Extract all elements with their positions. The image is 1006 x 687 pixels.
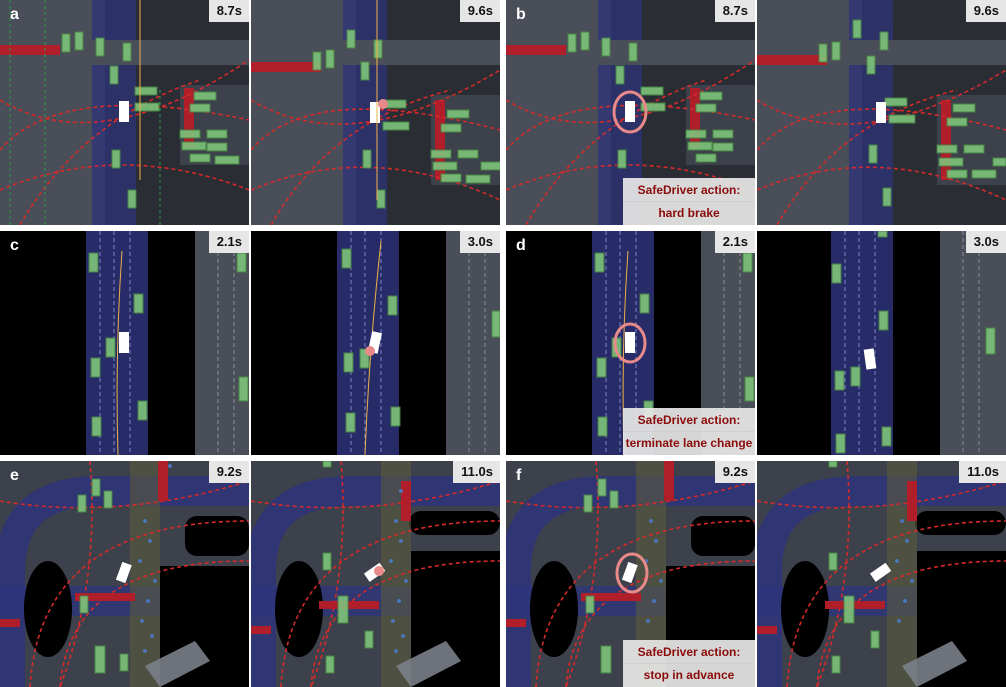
panel-label: d [516, 237, 526, 254]
time-badge: 9.6s [459, 0, 500, 22]
time-badge: 11.0s [959, 461, 1006, 483]
time-badge: 3.0s [459, 231, 500, 253]
time-badge: 8.7s [714, 0, 755, 22]
panel-b-frame1: b 8.7s SafeDriver action: hard brake [506, 0, 755, 225]
time-badge: 8.7s [208, 0, 249, 22]
panel-d-frame1: d 2.1s SafeDriver action: terminate lane… [506, 231, 755, 455]
panel-c-frame1: c 2.1s [0, 231, 249, 455]
time-badge: 9.2s [208, 461, 249, 483]
highway-scene [251, 231, 500, 455]
time-badge: 3.0s [965, 231, 1006, 253]
roundabout-scene [0, 461, 249, 687]
action-callout: SafeDriver action: stop in advance [623, 640, 755, 687]
action-text: hard brake [658, 206, 720, 220]
panel-label: b [516, 6, 526, 23]
time-badge: 9.6s [965, 0, 1006, 22]
action-text: stop in advance [643, 668, 735, 682]
panel-label: a [10, 6, 19, 23]
roundabout-scene [251, 461, 500, 687]
panel-a-frame1: a 8.7s [0, 0, 249, 225]
action-title: SafeDriver action: [623, 640, 755, 664]
time-badge: 2.1s [714, 231, 755, 253]
panel-e-frame1: e 9.2s [0, 461, 249, 687]
panel-a-frame2: 9.6s [251, 0, 500, 225]
intersection-scene [506, 0, 755, 225]
panel-e-frame2: 11.0s [251, 461, 500, 687]
action-title: SafeDriver action: [623, 408, 755, 432]
panel-label: e [10, 467, 19, 484]
panel-label: c [10, 237, 19, 254]
panel-f-frame1: f 9.2s SafeDriver action: stop in advanc… [506, 461, 755, 687]
panel-b-frame2: 9.6s [757, 0, 1006, 225]
action-title: SafeDriver action: [623, 178, 755, 202]
intersection-scene [0, 0, 249, 225]
panel-c-frame2: 3.0s [251, 231, 500, 455]
time-badge: 2.1s [208, 231, 249, 253]
highway-scene [0, 231, 249, 455]
time-badge: 11.0s [453, 461, 500, 483]
action-callout: SafeDriver action: terminate lane change [623, 408, 755, 455]
action-callout: SafeDriver action: hard brake [623, 178, 755, 225]
intersection-scene [757, 0, 1006, 225]
panel-label: f [516, 467, 522, 484]
panel-d-frame2: 3.0s [757, 231, 1006, 455]
panel-f-frame2: 11.0s [757, 461, 1006, 687]
time-badge: 9.2s [714, 461, 755, 483]
roundabout-scene [757, 461, 1006, 687]
action-text: terminate lane change [625, 436, 753, 450]
highway-scene [757, 231, 1006, 455]
intersection-scene [251, 0, 500, 225]
